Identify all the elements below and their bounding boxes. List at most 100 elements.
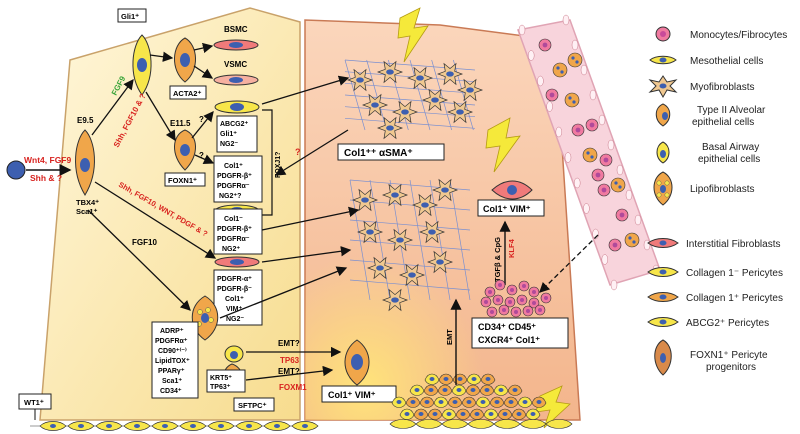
- fibrocyte-nucleus: [520, 298, 524, 302]
- cd34-box: [471, 317, 569, 349]
- mesothelial-nucleus: [50, 424, 56, 428]
- fibrocyte-nucleus: [484, 300, 488, 304]
- col1-box1-line1: Col1⁺: [224, 163, 243, 170]
- vessel-wall-cell: [598, 114, 606, 126]
- legend-label-foxn1-line2: progenitors: [706, 362, 756, 373]
- krt5-line2: TP63⁺: [210, 384, 231, 391]
- col1-vim-box: [477, 199, 545, 217]
- vessel-lipo-cell: [610, 177, 626, 193]
- vessel-wall-cell: [546, 101, 553, 112]
- arrow-e95-interstitial: [94, 181, 217, 259]
- inducers-top-label: Wnt4, FGF9: [24, 155, 71, 165]
- fibrocyte-nucleus: [514, 310, 518, 314]
- vessel-wall-cell: [527, 50, 535, 61]
- adrp-line3: CD90⁺⁽⁻⁾: [158, 347, 187, 355]
- vessel-lipo-dot: [628, 236, 632, 240]
- legend-label-mesothelial: Mesothelial cells: [690, 56, 763, 67]
- krt5-line1: KRT5⁺: [210, 375, 232, 382]
- epithelial-nucleus: [446, 412, 452, 416]
- acta2-box: [169, 85, 207, 100]
- fibrocyte-nucleus: [508, 300, 512, 304]
- vessel-monocyte-nucleus: [603, 157, 609, 163]
- vessel-lipo-cell: [624, 232, 640, 248]
- fgf10-label: FGF10: [132, 238, 157, 247]
- lightning-bolt-1: [397, 7, 429, 63]
- epithelial-nucleus: [404, 412, 410, 416]
- vessel-lipo-dot: [568, 96, 572, 100]
- lightning-bolt-2: [485, 117, 521, 173]
- epithelial-nucleus: [470, 388, 476, 392]
- col1-vim-bottom-label: Col1⁺ VIM⁺: [328, 390, 376, 400]
- e115-nucleus: [180, 144, 190, 156]
- bsmc-label: BSMC: [224, 25, 248, 34]
- mesothelial-nucleus: [106, 424, 112, 428]
- epithelial-nucleus: [424, 400, 430, 404]
- epithelial-base-cell: [467, 419, 495, 429]
- vessel-lipo-dot: [614, 181, 618, 185]
- vessel-wall-cell: [555, 126, 563, 138]
- mesothelial-nucleus: [190, 424, 196, 428]
- vessel-wall-cell: [562, 14, 570, 26]
- myofibroblast-nucleus: [466, 87, 474, 93]
- stage-e115-label: E11.5: [170, 119, 191, 128]
- vessel-monocyte-nucleus: [612, 242, 618, 248]
- arrow-interstitial-myofibroblast: [261, 246, 352, 263]
- vessel-wall-cell: [583, 203, 590, 214]
- epithelial-nucleus: [522, 400, 528, 404]
- epithelial-nucleus: [498, 388, 504, 392]
- legend-label-monocyte: Monocytes/Fibrocytes: [690, 30, 787, 41]
- myofibroblast-nucleus: [441, 187, 449, 193]
- adrp-line7: CD34⁺: [160, 388, 182, 395]
- klf4-label: KLF4: [507, 238, 516, 258]
- vessel-lipo-dot: [632, 240, 636, 244]
- epithelial-nucleus: [443, 377, 449, 381]
- adrp-line5: PPARγ⁺: [158, 368, 185, 375]
- epithelial-nucleus: [474, 412, 480, 416]
- arrow-gli1-acta2: [149, 51, 174, 62]
- fibrocyte-nucleus: [522, 284, 526, 288]
- myofibroblast-nucleus: [356, 77, 364, 83]
- epithelial-nucleus: [438, 400, 444, 404]
- vessel-wall-cell: [537, 75, 544, 87]
- vessel-monocyte-nucleus: [595, 172, 601, 178]
- mesh-line: [344, 94, 476, 106]
- emt-label-2: EMT?: [278, 367, 300, 376]
- foxn1-box: [164, 172, 206, 187]
- mesh-line: [344, 117, 476, 129]
- arrow-type2-emt: [245, 365, 334, 381]
- gli1-label: Gli1⁺: [121, 12, 139, 21]
- legend-label-basal: Basal Airway: [702, 142, 759, 153]
- vessel-lipo-cell: [564, 92, 580, 108]
- vessel-wall-cell: [610, 279, 618, 291]
- arrow-gli1-e115: [145, 91, 176, 142]
- epithelial-nucleus: [466, 400, 472, 404]
- mesh-line: [409, 59, 431, 131]
- myofibroblast-nucleus: [456, 109, 464, 115]
- fibrocyte-nucleus: [488, 290, 492, 294]
- progenitor-cell: [6, 160, 26, 180]
- pdgfr-line5: NG2⁻: [226, 316, 244, 323]
- vessel-lipo-dot: [590, 155, 594, 159]
- epithelial-nucleus: [488, 412, 494, 416]
- arrow-col1box-myofibroblast: [261, 206, 360, 231]
- mesh-line: [344, 82, 476, 94]
- pdgfr-box: [213, 269, 263, 326]
- vessel-wall-cell: [643, 239, 651, 251]
- myofibroblast-nucleus: [371, 102, 379, 108]
- vessel-monocyte-nucleus: [542, 42, 548, 48]
- epithelial-base-cell: [389, 419, 417, 429]
- myofibroblast-nucleus: [361, 197, 369, 203]
- myofibroblast-nucleus: [366, 229, 374, 235]
- gli1-box: [117, 8, 147, 23]
- epithelial-nucleus: [428, 388, 434, 392]
- arrow-e115-abcg2: [191, 110, 214, 139]
- epithelial-nucleus: [536, 400, 542, 404]
- epithelial-nucleus: [456, 388, 462, 392]
- epithelial-nucleus: [494, 400, 500, 404]
- myofibroblast-nucleus: [408, 272, 416, 278]
- mesothelial-nucleus: [78, 424, 84, 428]
- legend-label-myofibroblast: Myofibroblasts: [690, 82, 754, 93]
- myofibroblast-nucleus: [386, 125, 394, 131]
- vessel-lipo-cell: [567, 52, 583, 68]
